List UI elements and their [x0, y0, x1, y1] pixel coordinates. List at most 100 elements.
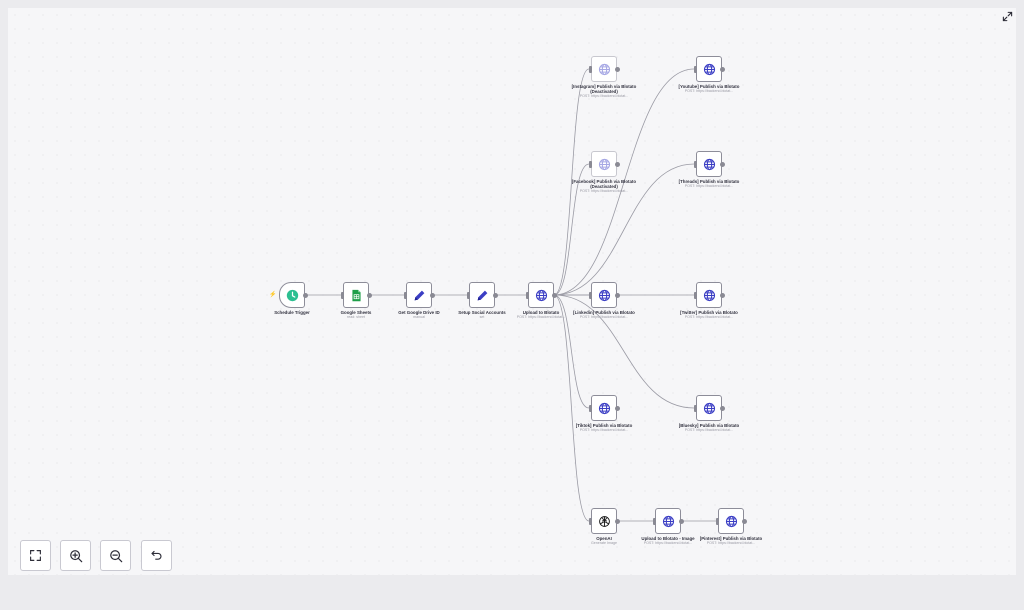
globe-icon	[703, 158, 715, 170]
node-label: [Twitter] Publish via Blotato	[680, 310, 738, 315]
input-handle[interactable]	[589, 160, 592, 168]
node-subtitle: read: sheet	[347, 315, 365, 319]
node-label: Schedule Trigger	[274, 310, 310, 315]
output-handle[interactable]	[719, 66, 725, 72]
node-label: [Linkedin] Publish via Blotato	[573, 310, 635, 315]
node-upload[interactable]	[528, 282, 554, 308]
reset-zoom-button[interactable]	[141, 540, 172, 571]
zoom-in-button[interactable]	[60, 540, 91, 571]
node-label: Get Google Drive ID	[398, 310, 440, 315]
node-sheets[interactable]	[343, 282, 369, 308]
output-handle[interactable]	[614, 405, 620, 411]
node-pinterest[interactable]	[718, 508, 744, 534]
input-handle[interactable]	[694, 160, 697, 168]
node-youtube[interactable]	[696, 56, 722, 82]
node-schedule[interactable]	[279, 282, 305, 308]
output-handle[interactable]	[614, 161, 620, 167]
input-handle[interactable]	[716, 517, 719, 525]
node-label: [Bluesky] Publish via Blotato	[678, 423, 740, 428]
clock-icon	[286, 289, 298, 301]
output-handle[interactable]	[614, 292, 620, 298]
globe-icon	[598, 63, 610, 75]
node-label: Google Sheets	[340, 310, 372, 315]
node-bluesky[interactable]	[696, 395, 722, 421]
node-facebook[interactable]	[591, 151, 617, 177]
node-label: [Tiktok] Publish via Blotato	[575, 423, 633, 428]
globe-icon	[598, 158, 610, 170]
node-linkedin[interactable]	[591, 282, 617, 308]
workflow-canvas[interactable]	[8, 8, 1016, 575]
fit-view-icon	[30, 550, 41, 561]
input-handle[interactable]	[467, 291, 470, 299]
output-handle[interactable]	[429, 292, 435, 298]
fullscreen-button[interactable]	[1000, 9, 1014, 23]
output-handle[interactable]	[741, 518, 747, 524]
globe-icon	[703, 402, 715, 414]
node-threads[interactable]	[696, 151, 722, 177]
node-label: Setup Social Accounts	[458, 310, 506, 315]
zoom-out-button[interactable]	[100, 540, 131, 571]
node-label: [Youtube] Publish via Blotato	[678, 84, 740, 89]
node-label: Upload to Blotato	[522, 310, 560, 315]
node-subtitle: POST: https://backend.blotat...	[684, 89, 734, 93]
node-drive[interactable]	[406, 282, 432, 308]
node-twitter[interactable]	[696, 282, 722, 308]
node-label: OpenAI	[596, 536, 612, 541]
node-label: [Threads] Publish via Blotato	[678, 179, 740, 184]
input-handle[interactable]	[404, 291, 407, 299]
output-handle[interactable]	[366, 292, 372, 298]
node-openai[interactable]	[591, 508, 617, 534]
input-handle[interactable]	[694, 65, 697, 73]
node-subtitle: POST: https://backend.blotat...	[579, 315, 629, 319]
output-handle[interactable]	[719, 161, 725, 167]
node-subtitle: POST: https://backend.blotat...	[684, 428, 734, 432]
fullscreen-icon	[1002, 11, 1012, 21]
node-label: Upload to Blotato - Image	[641, 536, 695, 541]
input-handle[interactable]	[341, 291, 344, 299]
input-handle[interactable]	[589, 291, 592, 299]
output-handle[interactable]	[302, 292, 308, 298]
globe-icon	[703, 289, 715, 301]
node-subtitle: POST: https://backend.blotat...	[579, 428, 629, 432]
globe-icon	[598, 289, 610, 301]
pencil-icon	[414, 290, 424, 300]
node-tiktok[interactable]	[591, 395, 617, 421]
reset-zoom-icon	[151, 550, 162, 560]
output-handle[interactable]	[719, 292, 725, 298]
fit-view-button[interactable]	[20, 540, 51, 571]
input-handle[interactable]	[694, 291, 697, 299]
input-handle[interactable]	[589, 517, 592, 525]
output-handle[interactable]	[551, 292, 557, 298]
node-subtitle: POST: https://backend.blotat...	[579, 189, 629, 193]
node-subtitle: POST: https://backend.blotat...	[684, 315, 734, 319]
sheets-icon	[351, 289, 361, 301]
pencil-icon	[477, 290, 487, 300]
output-handle[interactable]	[614, 66, 620, 72]
input-handle[interactable]	[526, 291, 529, 299]
output-handle[interactable]	[492, 292, 498, 298]
node-subtitle: POST: https://backend.blotat...	[684, 184, 734, 188]
input-handle[interactable]	[589, 65, 592, 73]
openai-icon	[598, 515, 610, 527]
globe-icon	[662, 515, 674, 527]
node-subtitle: POST: https://backend.blotat...	[516, 315, 566, 319]
node-upload-image[interactable]	[655, 508, 681, 534]
node-subtitle: POST: https://backend.blotat...	[706, 541, 756, 545]
node-label: [Facebook] Publish via Blotato (Deactiva…	[571, 179, 637, 190]
input-handle[interactable]	[653, 517, 656, 525]
node-subtitle: POST: https://backend.blotat...	[643, 541, 693, 545]
output-handle[interactable]	[678, 518, 684, 524]
input-handle[interactable]	[589, 404, 592, 412]
trigger-marker: ⚡	[269, 292, 277, 298]
node-subtitle: manual	[413, 315, 425, 319]
node-instagram[interactable]	[591, 56, 617, 82]
node-setup[interactable]	[469, 282, 495, 308]
input-handle[interactable]	[694, 404, 697, 412]
output-handle[interactable]	[614, 518, 620, 524]
globe-icon	[703, 63, 715, 75]
globe-icon	[725, 515, 737, 527]
node-label: [Pinterest] Publish via Blotato	[699, 536, 763, 541]
globe-icon	[598, 402, 610, 414]
zoom-out-icon	[109, 549, 122, 562]
output-handle[interactable]	[719, 405, 725, 411]
